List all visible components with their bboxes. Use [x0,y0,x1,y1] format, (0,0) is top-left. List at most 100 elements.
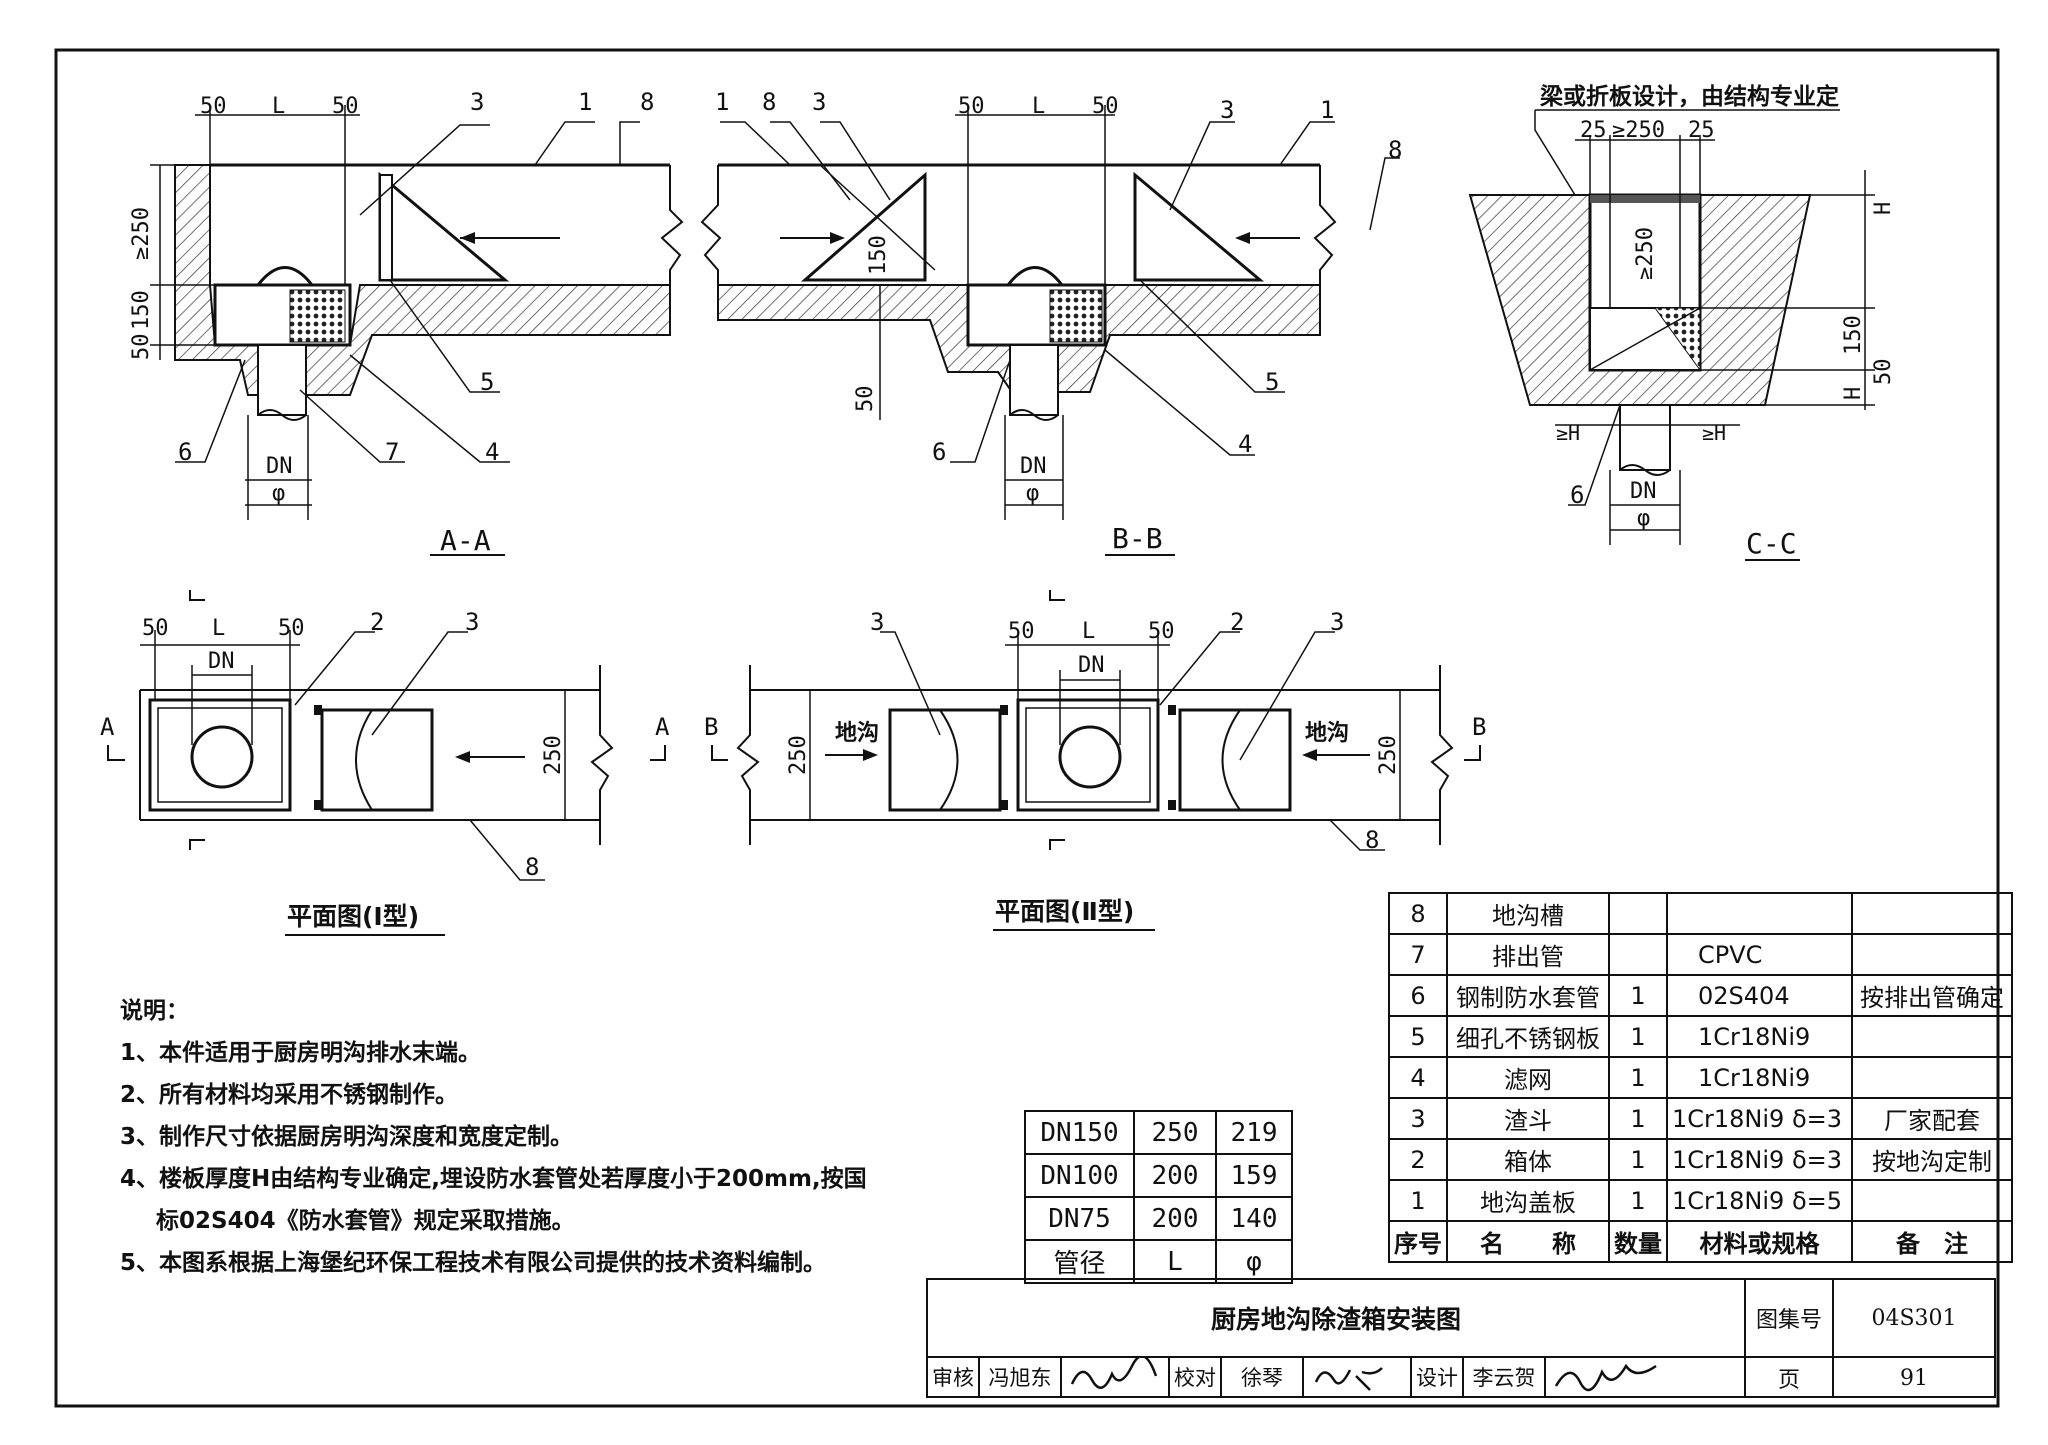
cc-dim-ge250-top: ≥250 [1612,118,1665,143]
checker-label: 校对 [1170,1358,1222,1398]
cc-dim-H-bottom: H [1841,387,1866,400]
bb-dim-phi: φ [1026,481,1039,506]
plan2-caption: 平面图(Ⅱ型) [995,897,1134,926]
bb-dim-L: L [1032,94,1045,119]
plan1-tag-3: 3 [465,608,479,636]
aa-tag-7: 7 [385,438,399,466]
bb-dim-50-right: 50 [1092,94,1119,119]
plan1-section-a-right: A [655,713,670,741]
aa-dim-phi: φ [272,481,285,506]
plan2-section-b-left: B [704,713,718,741]
table-header-row: 序号名 称数量材料或规格备 注 [1388,1220,2013,1263]
checker-signature [1302,1358,1412,1398]
plan-type1 [107,590,666,936]
bb-dim-DN: DN [1020,454,1047,479]
bb-pipe [1009,344,1059,416]
plan1-caption: 平面图(Ⅰ型) [287,902,419,931]
plan2-dim-250-left: 250 [786,735,811,775]
designer-signature [1544,1358,1670,1398]
bb-strainer-left [801,171,927,282]
plan1-dim-50-left: 50 [142,616,169,641]
bb-dim-50-v: 50 [853,386,878,413]
plan1-dim-L: L [212,616,225,641]
cc-dim-phi: φ [1637,506,1650,531]
note-item: 5、本图系根据上海堡纪环保工程技术有限公司提供的技术资料编制。 [120,1250,827,1276]
cc-dim-50: 50 [1871,359,1896,386]
bb-filter [1049,289,1103,343]
plan1-outlet [190,725,254,789]
plan1-tag-2: 2 [370,608,384,636]
plan1-tag-8: 8 [525,853,539,881]
aa-tag-6: 6 [178,438,192,466]
cc-dim-geH-right: ≥H [1702,421,1726,445]
cc-tag-6: 6 [1570,481,1584,509]
aa-tag-1: 1 [578,88,592,116]
aa-tag-5: 5 [480,368,494,396]
section-cc [1468,109,1875,561]
bb-tag-1b: 1 [1320,96,1334,124]
plan2-dim-L: L [1082,619,1095,644]
bb-tag-1a: 1 [715,88,729,116]
designer-name: 李云贺 [1472,1366,1536,1390]
plan2-dim-50-left: 50 [1008,619,1035,644]
designer-label: 设计 [1412,1358,1464,1398]
bb-tag-3a: 3 [812,88,826,116]
bb-tag-6: 6 [932,438,946,466]
plan2-section-b-right: B [1472,713,1486,741]
plan1-dim-50-right: 50 [278,616,305,641]
aa-dim-50-v: 50 [129,334,154,361]
title-block: 厨房地沟除渣箱安装图 图集号 04S301 审核 冯旭东 校对 徐琴 设计 李云… [926,1278,1996,1398]
atlas-label: 图集号 [1746,1280,1834,1358]
atlas-number: 04S301 [1834,1280,1994,1358]
drawing-title: 厨房地沟除渣箱安装图 [928,1280,1746,1358]
cc-dim-150: 150 [1841,315,1866,355]
aa-dim-DN: DN [266,454,293,479]
cc-dim-geH-left: ≥H [1556,421,1580,445]
plan2-tag-3-right: 3 [1330,608,1344,636]
checker-name: 徐琴 [1241,1366,1283,1390]
reviewer-label: 审核 [928,1358,980,1398]
bb-dim-50-left: 50 [958,94,985,119]
plan2-strainer-left [888,708,1002,812]
bb-caption: B-B [1112,522,1163,555]
plan2-dim-50-right: 50 [1148,619,1175,644]
aa-pipe [257,344,307,416]
bb-tag-8b: 8 [1388,136,1402,164]
plan2-tag-3-left: 3 [870,608,884,636]
cc-note: 梁或折板设计，由结构专业定 [1539,83,1839,110]
plan1-dim-250: 250 [541,735,566,775]
aa-filter [289,289,346,343]
cc-dim-DN: DN [1630,479,1657,504]
plan1-strainer [320,708,434,812]
plan2-strainer-right [1178,708,1292,812]
bb-tag-4: 4 [1238,430,1252,458]
aa-tag-4: 4 [485,438,499,466]
cc-dim-25-right: 25 [1688,118,1715,143]
cc-dim-H-top: H [1871,202,1896,215]
aa-strainer [378,171,510,282]
note-item: 1、本件适用于厨房明沟排水末端。 [120,1040,482,1066]
page-label: 页 [1746,1358,1834,1398]
plan2-channel-right: 地沟 [1305,720,1349,746]
plan2-channel-left: 地沟 [835,720,879,746]
note-item: 2、所有材料均采用不锈钢制作。 [120,1082,459,1108]
cc-dim-25-left: 25 [1580,118,1607,143]
section-aa [150,105,684,556]
plan2-tag-8: 8 [1365,826,1379,854]
note-item: 3、制作尺寸依据厨房明沟深度和宽度定制。 [120,1124,574,1150]
plan2-dim-DN: DN [1078,653,1105,678]
aa-dim-L: L [272,94,285,119]
plan1-dim-DN: DN [208,649,235,674]
aa-caption: A-A [440,524,491,557]
